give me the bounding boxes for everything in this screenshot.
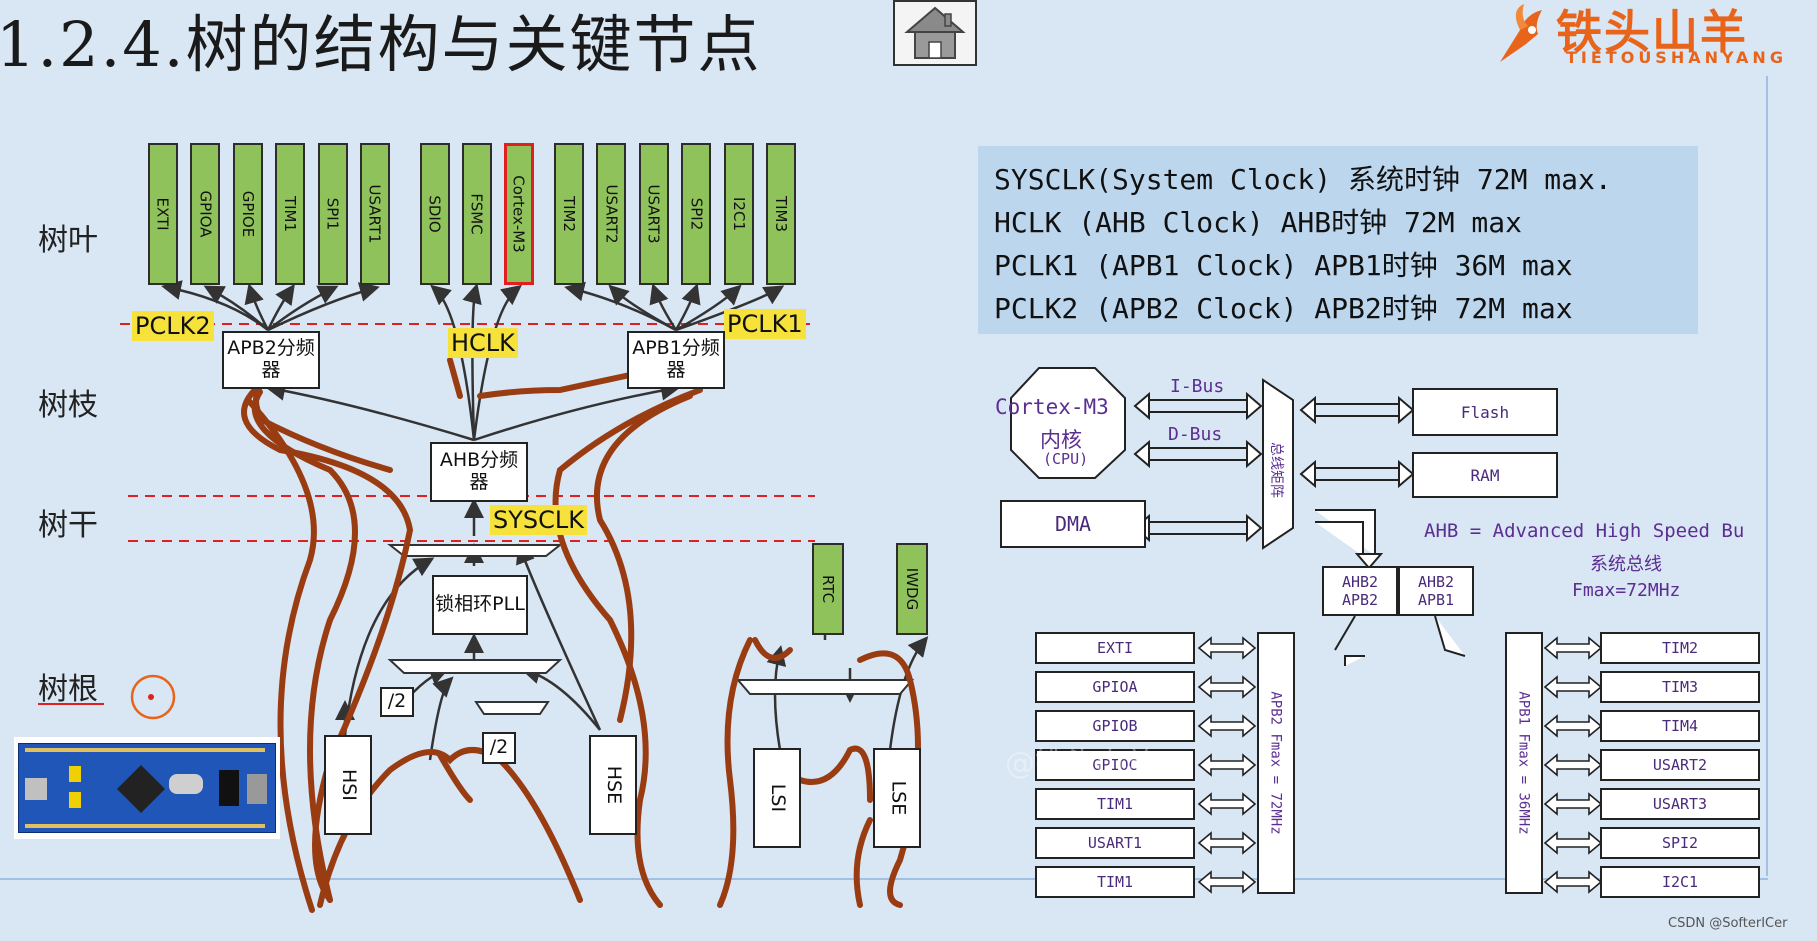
- hse-box: HSE: [589, 735, 637, 835]
- bus-architecture-diagram: [1010, 367, 1466, 666]
- apb1-arrow-3: [1543, 753, 1603, 777]
- leaf-rtc: RTC: [812, 543, 844, 635]
- page-title: 1.2.4.树的结构与关键节点: [0, 8, 762, 81]
- bus-matrix-label: 总线矩阵: [1268, 442, 1284, 498]
- logo-text: 铁头山羊: [1556, 5, 1748, 59]
- apb2-bus-bar: APB2 Fmax = 72MHz: [1257, 632, 1295, 894]
- logo-subtext: TIETOUSHANYANG: [1566, 48, 1787, 67]
- apb1-arrow-2: [1543, 714, 1603, 738]
- dma-box: DMA: [1000, 500, 1146, 548]
- apb2-periph-2: GPIOB: [1035, 710, 1195, 742]
- leaf-apb1-2: USART3: [638, 143, 669, 285]
- apb1-arrow-0: [1543, 636, 1603, 660]
- row-label-branch: 树枝: [38, 388, 98, 423]
- leaf-apb2-3: TIM1: [275, 143, 306, 285]
- apb1-periph-2: TIM4: [1600, 710, 1760, 742]
- apb1-prescaler: APB1分频器: [627, 331, 725, 389]
- leaf-apb2-5: USART1: [360, 143, 390, 285]
- goat-icon: [1500, 4, 1542, 62]
- apb2-arrow-0: [1197, 636, 1257, 660]
- leaf-ahb-2: Cortex-M3: [504, 143, 534, 285]
- apb1-arrow-1: [1543, 675, 1603, 699]
- leaf-apb1-4: I2C1: [723, 143, 754, 285]
- apb2-periph-0: EXTI: [1035, 632, 1195, 664]
- row-label-leaf: 树叶: [38, 223, 98, 258]
- cortex-core-line2: 内核: [1040, 428, 1082, 452]
- ahb-system-bus: 系统总线: [1590, 554, 1662, 575]
- hclk-tag: HCLK: [448, 328, 518, 358]
- apb2-periph-5: USART1: [1035, 827, 1195, 859]
- board-icon: [25, 748, 267, 828]
- csdn-watermark: CSDN @SofterICer: [1668, 916, 1788, 931]
- cortex-core-line3: (CPU): [1043, 450, 1089, 468]
- leaf-apb2-4: SPI1: [317, 143, 348, 285]
- cortex-core-line1: Cortex-M3: [995, 395, 1109, 419]
- ahb-fmax: Fmax=72MHz: [1572, 580, 1681, 601]
- pclk1-tag: PCLK1: [724, 309, 806, 339]
- leaf-apb1-0: TIM2: [554, 143, 584, 285]
- apb2-arrow-3: [1197, 753, 1257, 777]
- clock-summary-table: SYSCLK(System Clock) 系统时钟 72M max. HCLK …: [978, 146, 1698, 334]
- apb1-periph-3: USART2: [1600, 749, 1760, 781]
- ahb-prescaler: AHB分频器: [430, 442, 528, 502]
- apb2-periph-4: TIM1: [1035, 788, 1195, 820]
- stm32-board-image: [14, 737, 280, 839]
- apb1-arrow-4: [1543, 792, 1603, 816]
- apb1-arrow-6: [1543, 870, 1603, 894]
- apb1-periph-6: I2C1: [1600, 866, 1760, 898]
- apb1-periph-5: SPI2: [1600, 827, 1760, 859]
- ram-box: RAM: [1412, 452, 1558, 498]
- apb1-arrow-5: [1543, 831, 1603, 855]
- slide-edge-vertical: [1766, 76, 1768, 876]
- apb2-arrow-5: [1197, 831, 1257, 855]
- sysclk-tag: SYSCLK: [490, 505, 587, 535]
- clock-row-pclk2: PCLK2 (APB2 Clock) APB2时钟 72M max: [994, 292, 1573, 325]
- brand-logo: 铁头山羊 TIETOUSHANYANG: [1490, 0, 1817, 74]
- apb1-periph-0: TIM2: [1600, 632, 1760, 664]
- ibus-label: I-Bus: [1170, 376, 1225, 397]
- leaf-iwdg: IWDG: [896, 543, 928, 635]
- clock-row-hclk: HCLK (AHB Clock) AHB时钟 72M max: [994, 206, 1523, 239]
- row-label-trunk: 树干: [38, 508, 98, 543]
- home-icon: [904, 6, 966, 59]
- flash-box: Flash: [1412, 388, 1558, 436]
- lse-box: LSE: [873, 748, 921, 848]
- apb2-arrow-6: [1197, 870, 1257, 894]
- leaf-apb2-0: EXTI: [148, 143, 178, 285]
- pclk2-tag: PCLK2: [132, 311, 214, 341]
- clock-row-pclk1: PCLK1 (APB1 Clock) APB1时钟 36M max: [994, 249, 1573, 282]
- lsi-box: LSI: [753, 748, 801, 848]
- hsi-box: HSI: [324, 735, 372, 835]
- leaf-ahb-1: FSMC: [462, 143, 492, 285]
- apb1-bus-bar: APB1 Fmax = 36MHz: [1505, 632, 1543, 894]
- clock-row-sysclk: SYSCLK(System Clock) 系统时钟 72M max.: [994, 163, 1612, 196]
- row-label-root: 树根: [38, 672, 98, 707]
- apb2-periph-1: GPIOA: [1035, 671, 1195, 703]
- apb1-periph-1: TIM3: [1600, 671, 1760, 703]
- leaf-apb2-2: GPIOE: [232, 143, 263, 285]
- dbus-label: D-Bus: [1168, 424, 1223, 445]
- apb1-periph-4: USART3: [1600, 788, 1760, 820]
- leaf-apb2-1: GPIOA: [190, 143, 221, 285]
- apb2-prescaler: APB2分频器: [222, 331, 320, 389]
- leaf-ahb-0: SDIO: [420, 143, 450, 285]
- faint-watermark: @铁头山羊: [1005, 746, 1155, 781]
- apb2-periph-6: TIM1: [1035, 866, 1195, 898]
- leaf-apb1-3: SPI2: [681, 143, 712, 285]
- pll-box: 锁相环PLL: [432, 575, 528, 635]
- apb2-arrow-2: [1197, 714, 1257, 738]
- apb2-arrow-1: [1197, 675, 1257, 699]
- home-button[interactable]: [893, 0, 977, 66]
- slide-edge-horizontal: [0, 878, 1768, 880]
- leaf-apb1-5: TIM3: [766, 143, 796, 285]
- apb2-arrow-4: [1197, 792, 1257, 816]
- ahb-description: AHB = Advanced High Speed Bu: [1424, 520, 1745, 542]
- leaf-apb1-1: USART2: [596, 143, 627, 285]
- apb2-periph-3: GPIOC: [1035, 749, 1195, 781]
- div2-box-a: /2: [380, 687, 414, 717]
- div2-box-b: /2: [482, 732, 516, 764]
